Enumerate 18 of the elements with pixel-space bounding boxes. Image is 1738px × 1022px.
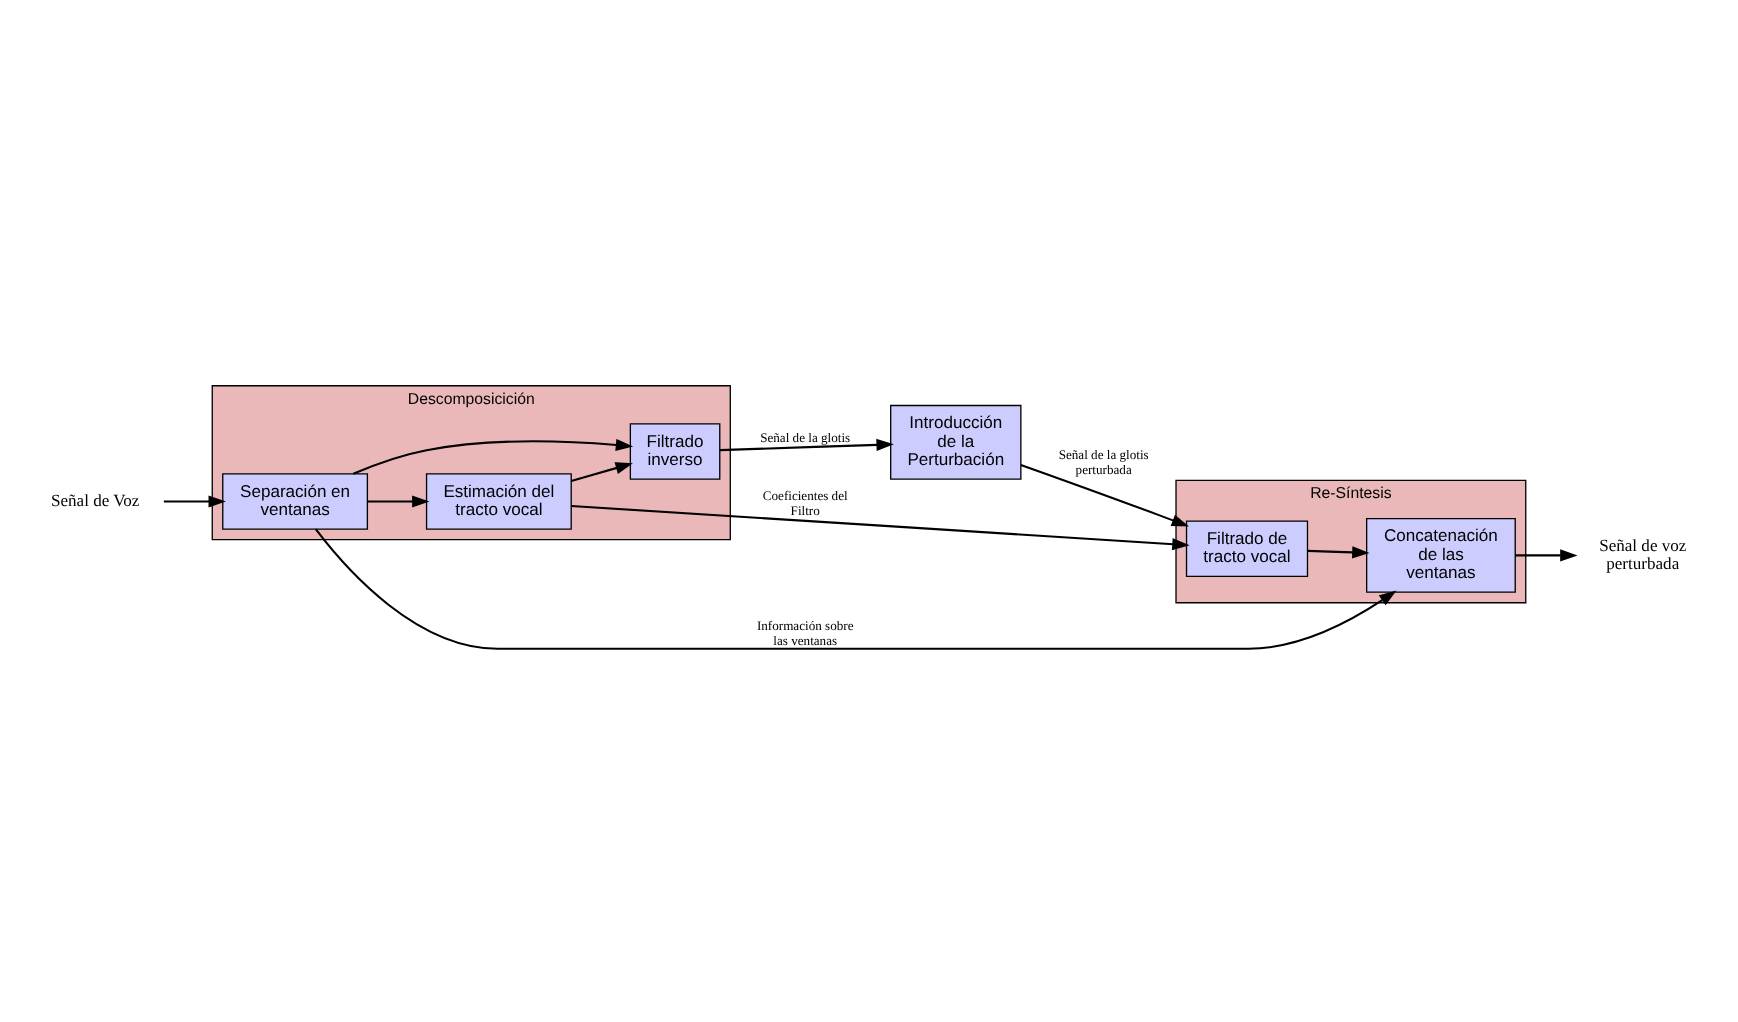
arrow [314, 527, 1397, 649]
arrow [719, 437, 894, 451]
node-box: Estimación del tracto vocal [425, 472, 572, 529]
node-box: Filtrado de tracto vocal [1185, 519, 1309, 577]
arrow [1307, 545, 1370, 558]
node-box: Concatenación de las ventanas [1366, 516, 1516, 592]
node-text: Señal de Voz [51, 488, 140, 509]
node-text: Señal de voz perturbada [1599, 533, 1687, 573]
arrow [1020, 462, 1190, 526]
node-box: Separación en ventanas [222, 472, 369, 529]
arrow [163, 494, 226, 507]
arrow [571, 503, 1190, 550]
arrow [1515, 548, 1578, 561]
arrow [571, 461, 633, 481]
arrow [352, 437, 634, 474]
node-box: Introducción de la Perturbación [890, 403, 1022, 479]
arrow [367, 494, 430, 507]
node-box: Filtrado inverso [629, 422, 721, 479]
